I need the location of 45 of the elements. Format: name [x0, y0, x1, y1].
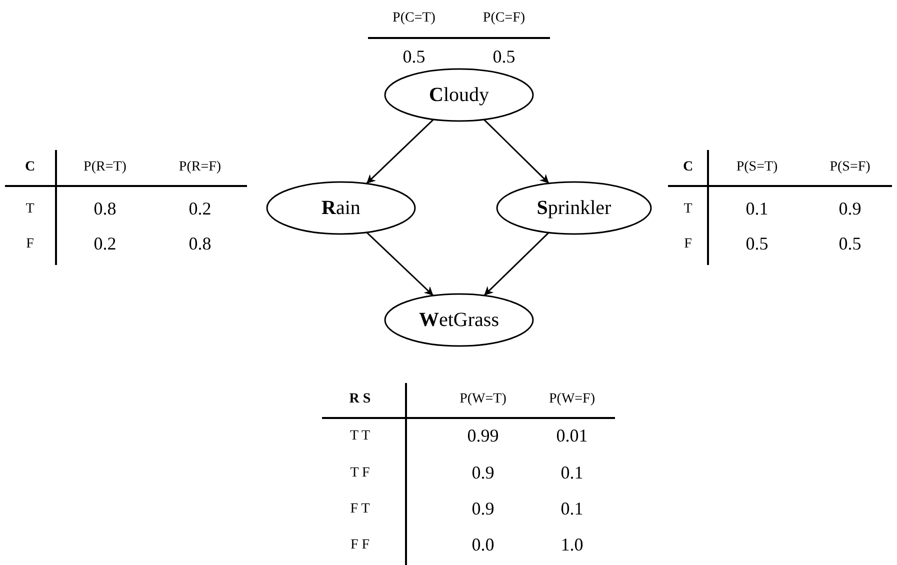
- table-cell-text: 0.99: [467, 424, 499, 448]
- table-header: P(W=T): [460, 390, 506, 408]
- arrow: [483, 118, 550, 184]
- node-label: Rain: [322, 196, 360, 221]
- table-cell-text: 0.1: [560, 498, 584, 520]
- table-cell-text: 0.9: [472, 498, 494, 520]
- table-header: P(C=T): [392, 10, 436, 28]
- table-cell-text: T: [684, 200, 692, 218]
- table-cell-text: 1.0: [560, 534, 584, 556]
- table-cell-text: 0.2: [188, 198, 212, 220]
- table-cell-text: 0.2: [94, 232, 116, 256]
- table-cell-text: 0.1: [746, 198, 768, 220]
- table-cell-text: T: [26, 200, 34, 218]
- table-cell-text: 0.01: [556, 424, 588, 448]
- table-cell-text: 0.1: [560, 462, 584, 484]
- table-header: P(S=F): [830, 158, 870, 176]
- node-label: Sprinkler: [536, 196, 612, 221]
- table-header: P(R=T): [84, 158, 126, 176]
- node-label: Cloudy: [428, 83, 489, 108]
- table-cell-text: 0.8: [94, 198, 116, 220]
- table-cell-text: F T: [350, 500, 370, 518]
- table-cell-text: 0.9: [472, 462, 494, 484]
- table-header: P(R=F): [178, 158, 222, 176]
- table-cell-text: T T: [350, 428, 370, 446]
- arrow: [366, 232, 434, 296]
- table-cell-text: T F: [350, 464, 370, 482]
- table-cell-text: F: [26, 236, 34, 254]
- table-cell-text: 0.0: [472, 534, 494, 556]
- table-cell-text: 0.8: [188, 232, 212, 256]
- table-cell-text: F F: [350, 536, 370, 554]
- table-cell-text: 0.5: [746, 232, 768, 256]
- table-header: P(W=F): [549, 390, 595, 408]
- node-label: WetGrass: [419, 308, 499, 333]
- table-header: C: [682, 158, 694, 176]
- table-header: P(S=T): [736, 158, 778, 176]
- table-cell-text: 0.5: [402, 46, 426, 68]
- table-header: R S: [349, 390, 371, 408]
- table-cell-text: 0.9: [838, 198, 862, 220]
- table-cell-text: F: [684, 236, 692, 254]
- table-header: C: [24, 158, 36, 176]
- arrow: [484, 232, 550, 296]
- table-cell-text: 0.5: [492, 46, 516, 68]
- table-cell-text: 0.5: [838, 232, 862, 256]
- arrow: [366, 118, 434, 184]
- table-header: P(C=F): [482, 10, 526, 28]
